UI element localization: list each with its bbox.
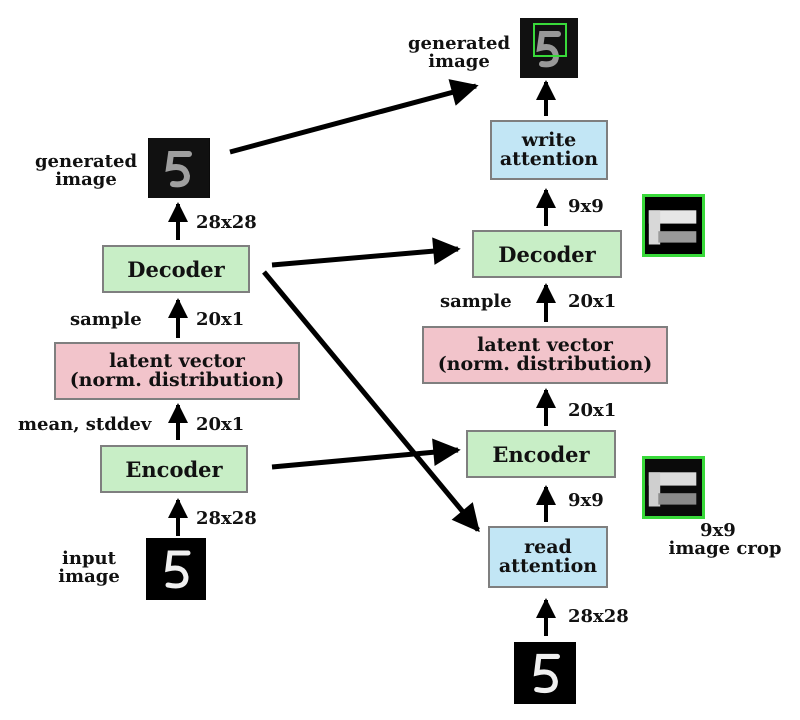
left-encoder-box: Encoder <box>100 445 248 493</box>
arrow-encoder-to-encoder <box>271 438 461 470</box>
right-write-crop-image <box>642 194 705 257</box>
right-size-latent: 20x1 <box>568 400 617 421</box>
right-latent-box: latent vector(norm. distribution) <box>422 326 668 384</box>
left-size-mean: 20x1 <box>196 414 245 435</box>
right-generated-image <box>520 18 578 78</box>
right-size-read: 9x9 <box>568 490 604 511</box>
arrow-decoder-to-read-attention <box>262 270 480 533</box>
right-size-input: 28x28 <box>568 606 629 627</box>
right-size-sample: 20x1 <box>568 291 617 312</box>
arrow-decoder-to-decoder <box>271 237 461 268</box>
right-encoder-box: Encoder <box>466 430 616 478</box>
left-latent-box: latent vector(norm. distribution) <box>54 342 300 400</box>
arrow-generated-to-generated <box>229 79 479 155</box>
left-size-top: 28x28 <box>196 212 257 233</box>
left-mean-label: mean, stddev <box>18 414 152 435</box>
right-size-write: 9x9 <box>568 196 604 217</box>
right-sample-label: sample <box>440 291 512 312</box>
left-size-input: 28x28 <box>196 508 257 529</box>
right-input-image <box>514 642 576 704</box>
left-size-sample: 20x1 <box>196 309 245 330</box>
left-input-image <box>146 538 206 600</box>
right-decoder-box: Decoder <box>472 230 622 278</box>
left-decoder-box: Decoder <box>102 245 250 293</box>
left-sample-label: sample <box>70 309 142 330</box>
left-generated-image <box>148 138 210 198</box>
right-read-crop-image <box>642 456 705 519</box>
